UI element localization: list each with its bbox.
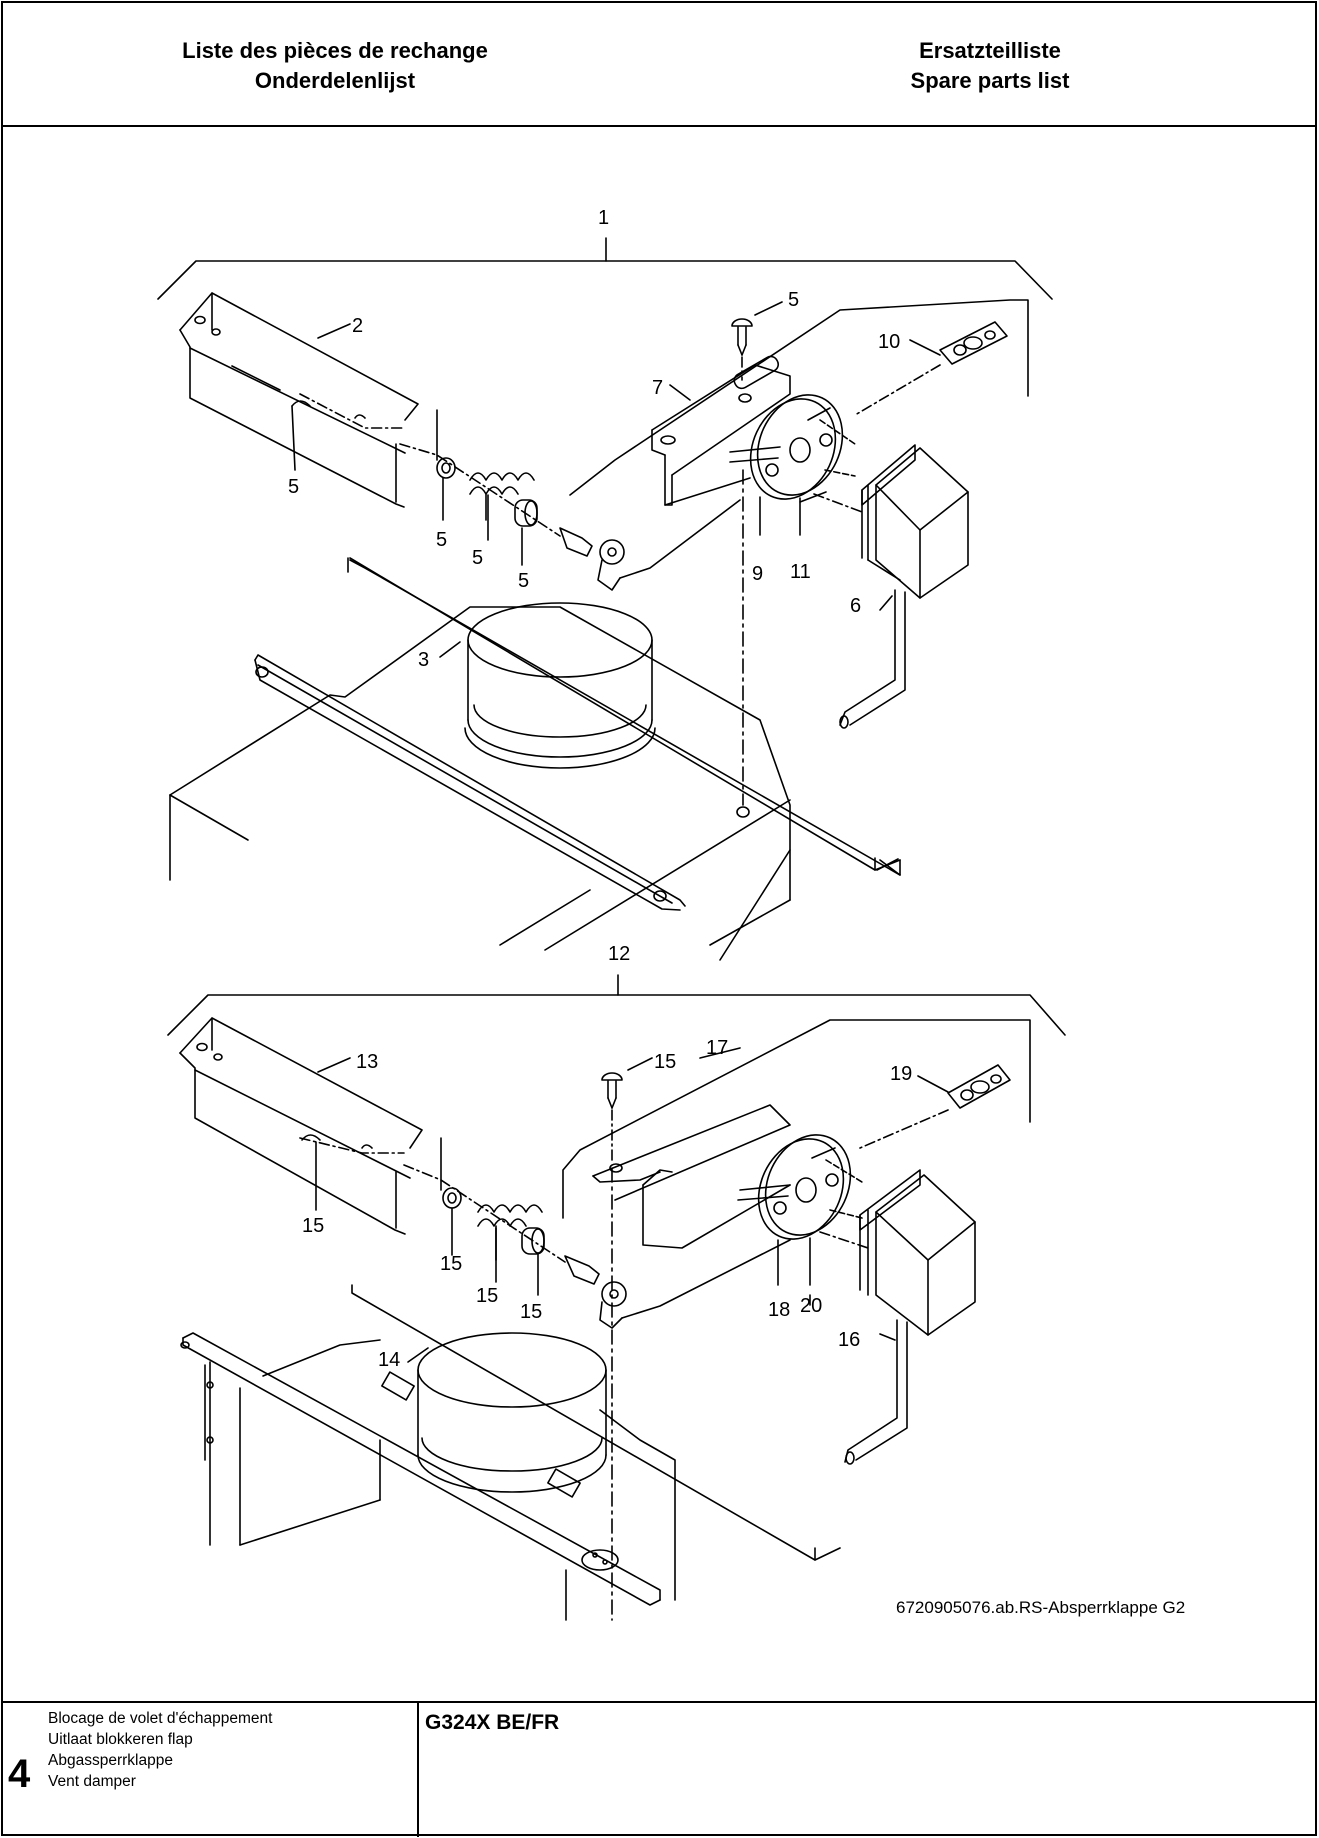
callout-12: 12 bbox=[608, 943, 630, 965]
header-left: Liste des pièces de rechange Onderdelenl… bbox=[75, 36, 595, 96]
header-divider bbox=[1, 125, 1317, 127]
callout-10: 10 bbox=[878, 331, 900, 353]
header-title-nl: Onderdelenlijst bbox=[254, 68, 416, 93]
description-de: Abgassperrklappe bbox=[48, 1752, 173, 1769]
support-bracket bbox=[569, 299, 1029, 506]
callout-5a: 5 bbox=[288, 476, 299, 498]
header-right: Ersatzteilliste Spare parts list bbox=[730, 36, 1250, 96]
screw bbox=[731, 301, 783, 381]
exploded-parts-diagram: 1 2 3 5 5 5 5 5 6 7 9 10 11 12 13 14 15 … bbox=[157, 207, 1066, 1621]
duct-collar bbox=[464, 602, 656, 769]
actuator-motor bbox=[839, 444, 969, 729]
base-housing bbox=[180, 1332, 676, 1621]
callout-7: 7 bbox=[652, 377, 663, 399]
footer-divider bbox=[1, 1701, 1317, 1703]
screw bbox=[601, 1057, 653, 1161]
callout-15d: 15 bbox=[520, 1301, 542, 1323]
callout-20: 20 bbox=[800, 1295, 822, 1317]
model-number: G324X BE/FR bbox=[425, 1711, 560, 1734]
flap-part bbox=[179, 1017, 423, 1235]
callout-16: 16 bbox=[838, 1329, 860, 1351]
damper-disc bbox=[737, 1134, 869, 1286]
callout-15a: 15 bbox=[302, 1215, 324, 1237]
page-number: 4 bbox=[8, 1752, 31, 1796]
spring-assembly bbox=[403, 1137, 791, 1329]
duct-collar bbox=[417, 1332, 607, 1493]
spring-assembly bbox=[399, 409, 741, 591]
callout-11: 11 bbox=[790, 561, 811, 583]
footer-column-divider bbox=[417, 1703, 419, 1837]
mounting-plate bbox=[859, 1064, 1011, 1149]
callout-5d: 5 bbox=[518, 570, 529, 592]
callout-1: 1 bbox=[598, 207, 609, 229]
callout-labels: 1 2 3 5 5 5 5 5 6 7 9 10 11 12 13 14 15 … bbox=[288, 207, 912, 1371]
footer-descriptions: Blocage de volet d'échappement Uitlaat b… bbox=[48, 1708, 272, 1792]
flap-part bbox=[179, 292, 419, 508]
callout-6: 6 bbox=[850, 595, 861, 617]
callout-15b: 15 bbox=[440, 1253, 462, 1275]
support-bracket bbox=[562, 1019, 1031, 1621]
description-fr: Blocage de volet d'échappement bbox=[48, 1710, 273, 1727]
bottom-assembly bbox=[167, 974, 1066, 1621]
callout-5b: 5 bbox=[436, 529, 447, 551]
drawing-reference: 6720905076.ab.RS-Absperrklappe G2 bbox=[896, 1598, 1186, 1617]
callout-19: 19 bbox=[890, 1063, 912, 1085]
mounting-plate bbox=[854, 321, 1008, 416]
callout-5e: 5 bbox=[788, 289, 799, 311]
damper-disc bbox=[729, 394, 863, 818]
callout-9: 9 bbox=[752, 563, 763, 585]
callout-17: 17 bbox=[706, 1037, 728, 1059]
callout-5c: 5 bbox=[472, 547, 483, 569]
callout-15c: 15 bbox=[476, 1285, 498, 1307]
description-en: Vent damper bbox=[48, 1773, 136, 1790]
base-housing bbox=[169, 559, 901, 961]
rail bbox=[254, 654, 686, 911]
header-title-de: Ersatzteilliste bbox=[919, 38, 1061, 63]
callout-13: 13 bbox=[356, 1051, 378, 1073]
callout-14: 14 bbox=[378, 1349, 400, 1371]
callout-3: 3 bbox=[418, 649, 429, 671]
callout-15e: 15 bbox=[654, 1051, 676, 1073]
description-nl: Uitlaat blokkeren flap bbox=[48, 1731, 193, 1748]
top-assembly bbox=[157, 237, 1053, 961]
callout-18: 18 bbox=[768, 1299, 790, 1321]
header-title-en: Spare parts list bbox=[910, 68, 1070, 93]
header-title-fr: Liste des pièces de rechange bbox=[182, 38, 488, 63]
callout-2: 2 bbox=[352, 315, 363, 337]
actuator-motor bbox=[844, 1169, 976, 1465]
